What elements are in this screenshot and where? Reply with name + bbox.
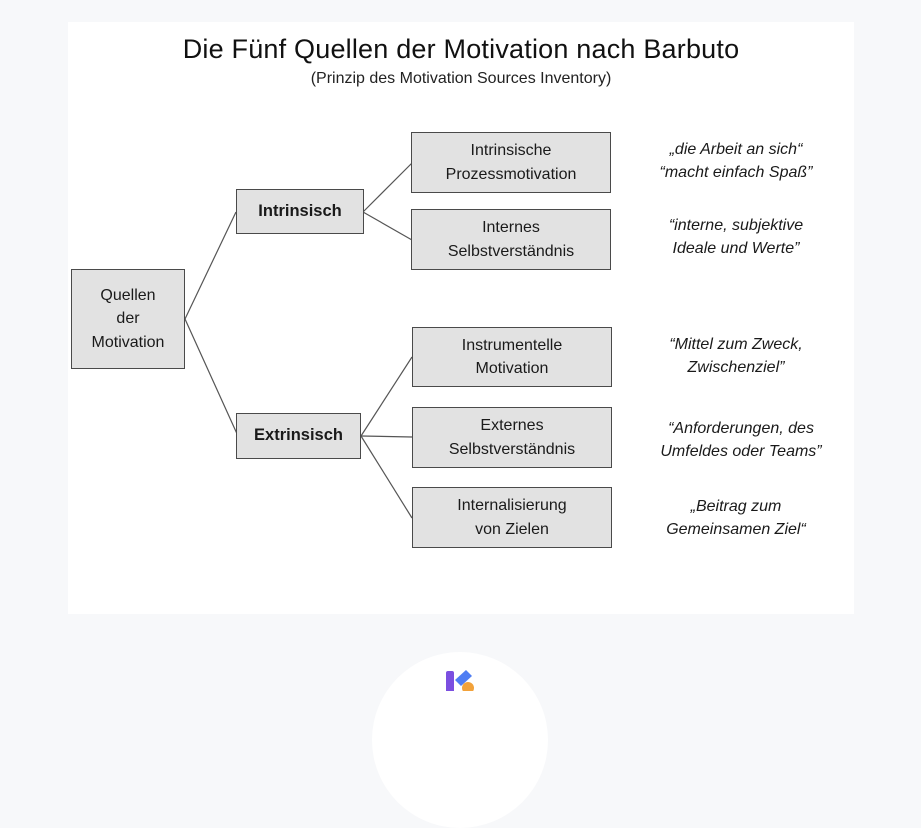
diagram-subtitle: (Prinzip des Motivation Sources Inventor… [310,70,612,87]
quote-goal-internalization: „Beitrag zum Gemeinsamen Ziel“ [666,498,806,539]
diagram-canvas: Die Fünf Quellen der Motivation nach Bar… [68,22,854,614]
connector-lines [184,162,413,519]
root-box: Quellen der Motivation [71,269,185,369]
source-box-goal-internalization: Internalisierung von Zielen [412,487,612,548]
group-box-extrinsic: Extrinsisch [236,413,361,459]
quote-instrumental-motivation: “Mittel zum Zweck, Zwischenziel” [669,336,803,377]
source-box-process-motivation: Intrinsische Prozessmotivation [411,132,611,193]
connector-root-extrinsic [184,318,239,437]
connector-intrinsic-internal [362,211,413,241]
k-logo-icon [446,670,474,691]
group-box-intrinsic: Intrinsisch [236,189,364,234]
connector-extrinsic-instrumental [360,356,413,437]
source-box-internal-self-concept: Internes Selbstverständnis [411,209,611,270]
diagram-title: Die Fünf Quellen der Motivation nach Bar… [182,34,740,64]
quote-internal-self-concept: “interne, subjektive Ideale und Werte” [668,217,804,258]
source-box-instrumental-motivation: Instrumentelle Motivation [412,327,612,387]
connector-extrinsic-goals [360,435,413,519]
connector-root-intrinsic [184,211,237,320]
quote-process-motivation: „die Arbeit an sich“ “macht einfach Spaß… [659,141,813,182]
source-box-external-self-concept: Externes Selbstverständnis [412,407,612,468]
quote-external-self-concept: “Anforderungen, des Umfeldes oder Teams” [660,420,822,461]
connector-intrinsic-process [362,162,413,213]
connector-extrinsic-external [360,435,413,438]
